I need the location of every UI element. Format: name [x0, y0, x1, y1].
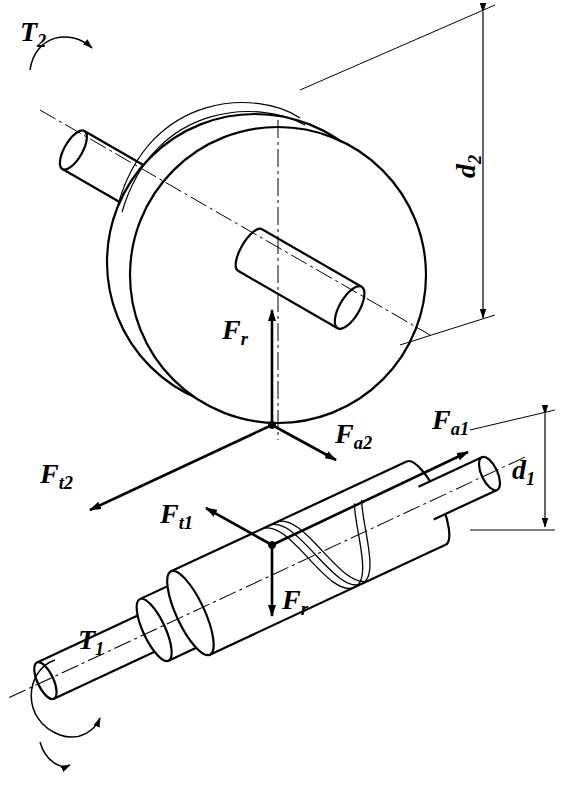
force-label: Fr: [282, 586, 308, 619]
force-arrow: [272, 452, 468, 545]
force-arrow: [206, 508, 272, 545]
extension-line: [300, 5, 495, 90]
dimension-label: d2: [452, 155, 485, 178]
force-arrow: [90, 425, 272, 510]
dimension-label: d1: [512, 456, 535, 489]
dimension-line: [544, 414, 545, 527]
force-label: Fr: [222, 316, 248, 349]
force-arrow: [271, 310, 274, 425]
torque-arrow: [40, 742, 70, 766]
force-label: Fa2: [335, 420, 372, 453]
force-label: Ft2: [40, 460, 73, 493]
force-label: Ft1: [160, 500, 193, 533]
force-arrow: [271, 545, 274, 616]
extension-line: [470, 530, 555, 531]
wheel-hub: [230, 225, 370, 334]
torque-label: T2: [20, 18, 46, 51]
extension-line: [400, 315, 495, 345]
force-label: Fa1: [432, 406, 469, 439]
dimension-line: [482, 12, 483, 318]
extension-line: [470, 410, 555, 430]
force-arrow: [272, 425, 336, 460]
torque-arrow: [31, 660, 100, 737]
torque-label: T1: [78, 626, 104, 659]
worm-shaft: [0, 415, 545, 739]
